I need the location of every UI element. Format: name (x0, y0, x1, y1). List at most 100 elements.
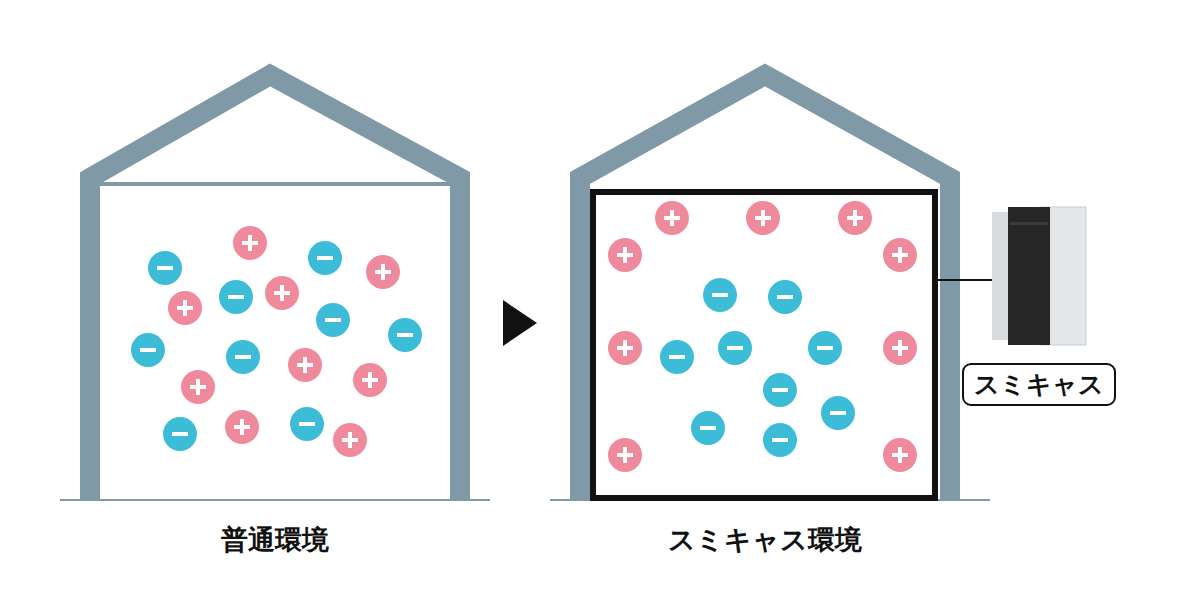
device-label: スミキャス (962, 363, 1116, 406)
minus-bar (228, 295, 244, 299)
negative-ion (163, 417, 197, 451)
ion-circle (883, 438, 917, 472)
positive-ion (353, 363, 387, 397)
negative-ion (148, 251, 182, 285)
positive-ion (608, 238, 642, 272)
minus-bar (325, 318, 341, 322)
plus-bar (368, 372, 372, 388)
minus-bar (140, 348, 156, 352)
connector-segment (960, 279, 992, 281)
minus-bar (299, 422, 315, 426)
negative-ion (388, 318, 422, 352)
ion-circle (838, 201, 872, 235)
ion-circle (608, 238, 642, 272)
positive-ion (883, 238, 917, 272)
negative-ion (290, 407, 324, 441)
positive-ion (838, 201, 872, 235)
ion-circle (131, 333, 165, 367)
plus-bar (183, 300, 187, 316)
positive-ion (168, 291, 202, 325)
plus-bar (761, 210, 765, 226)
plus-bar (898, 247, 902, 263)
plus-bar (196, 379, 200, 395)
positive-ion (608, 438, 642, 472)
plus-bar (381, 264, 385, 280)
ion-circle (316, 303, 350, 337)
environment-caption: スミキャス環境 (668, 522, 862, 558)
positive-ion (333, 423, 367, 457)
environment-caption: 普通環境 (221, 522, 329, 558)
ion-circle (308, 241, 342, 275)
connector-segment (935, 279, 960, 281)
device-picture (992, 207, 1086, 345)
ion-circle (226, 340, 260, 374)
positive-ion (225, 410, 259, 444)
plus-bar (280, 285, 284, 301)
ion-circle (718, 331, 752, 365)
ion-circle (288, 348, 322, 382)
ion-circle (768, 280, 802, 314)
ion-circle (691, 411, 725, 445)
ion-circle (808, 331, 842, 365)
ion-circle (233, 226, 267, 260)
positive-ion (883, 331, 917, 365)
plus-bar (348, 432, 352, 448)
ion-circle (225, 410, 259, 444)
negative-ion (768, 280, 802, 314)
ion-circle (168, 291, 202, 325)
plus-bar (248, 235, 252, 251)
house-node: スミキャス環境 (570, 65, 960, 500)
positive-ion (655, 201, 689, 235)
ion-circle (703, 278, 737, 312)
ion-circle (821, 396, 855, 430)
minus-bar (700, 426, 716, 430)
ion-circle (353, 363, 387, 397)
plus-bar (240, 419, 244, 435)
minus-bar (727, 346, 743, 350)
negative-ion (226, 340, 260, 374)
ion-circle (219, 280, 253, 314)
ion-circle (763, 373, 797, 407)
minus-bar (317, 256, 333, 260)
positive-ion (233, 226, 267, 260)
minus-bar (830, 411, 846, 415)
ion-circle (333, 423, 367, 457)
house-outline (60, 75, 490, 500)
ion-circle (763, 423, 797, 457)
ion-circle (608, 331, 642, 365)
plus-bar (898, 447, 902, 463)
ion-circle (181, 370, 215, 404)
ion-circle (290, 407, 324, 441)
house-outline (550, 75, 990, 500)
positive-ion (366, 255, 400, 289)
positive-ion (288, 348, 322, 382)
plus-bar (623, 340, 627, 356)
house-node: 普通環境 (80, 65, 470, 500)
positive-ion (181, 370, 215, 404)
ion-circle (883, 331, 917, 365)
negative-ion (821, 396, 855, 430)
ion-circle (660, 340, 694, 374)
minus-bar (157, 266, 173, 270)
minus-bar (397, 333, 413, 337)
negative-ion (703, 278, 737, 312)
negative-ion (763, 373, 797, 407)
ion-circle (388, 318, 422, 352)
device-node: スミキャス (992, 207, 1086, 345)
next-arrow (503, 300, 537, 346)
positive-ion (883, 438, 917, 472)
ion-circle (265, 276, 299, 310)
minus-bar (777, 295, 793, 299)
negative-ion (316, 303, 350, 337)
plus-bar (623, 247, 627, 263)
negative-ion (660, 340, 694, 374)
connector-line (935, 280, 992, 281)
minus-bar (235, 355, 251, 359)
negative-ion (808, 331, 842, 365)
minus-bar (772, 388, 788, 392)
minus-bar (712, 293, 728, 297)
negative-ion (718, 331, 752, 365)
ion-circle (163, 417, 197, 451)
